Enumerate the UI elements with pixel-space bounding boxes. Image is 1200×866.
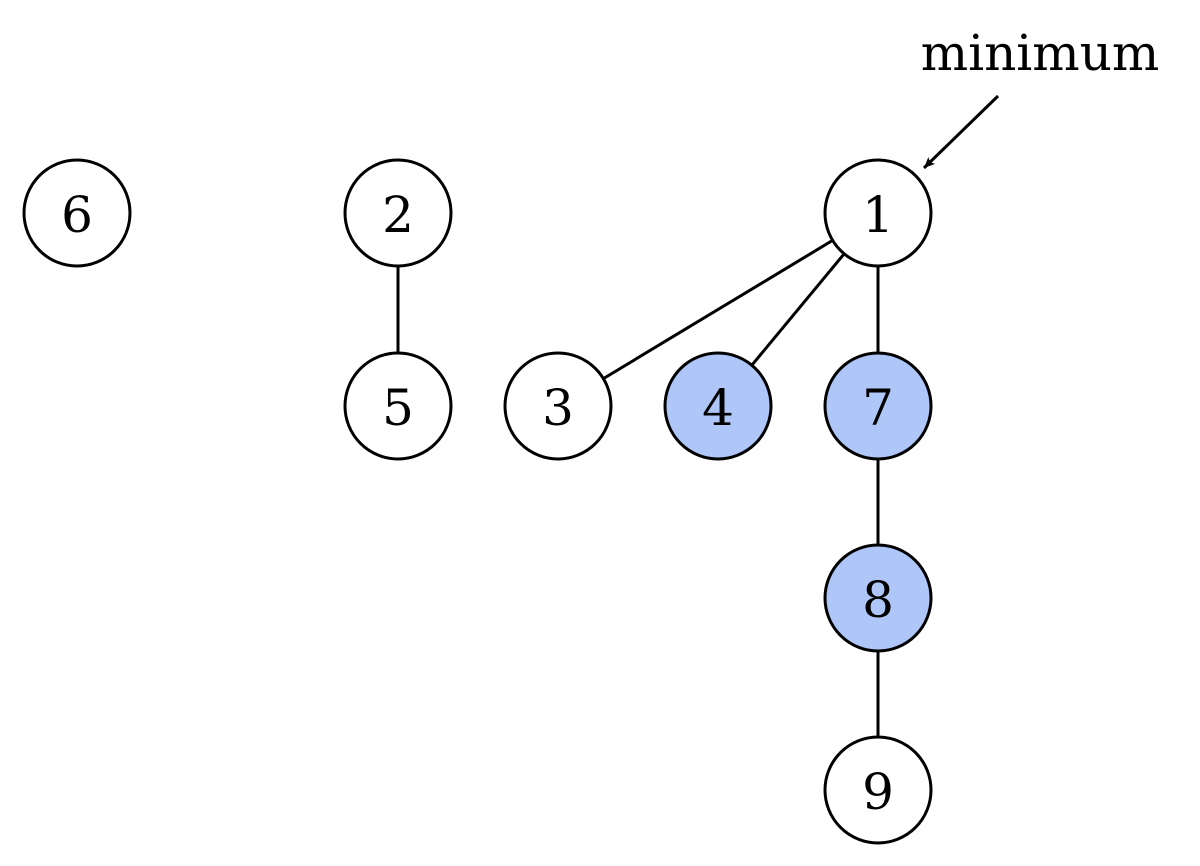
node-label: 8	[862, 571, 894, 629]
node-1: 1	[823, 158, 933, 268]
node-circle	[503, 351, 613, 461]
node-5: 5	[343, 351, 453, 461]
node-label: 1	[862, 186, 894, 244]
node-circle	[823, 351, 933, 461]
node-circle	[663, 351, 773, 461]
node-circle	[22, 158, 132, 268]
minimum-label: minimum	[921, 24, 1160, 82]
node-7: 7	[823, 351, 933, 461]
node-label: 4	[702, 379, 734, 437]
edge-1-4	[750, 252, 846, 367]
node-3: 3	[503, 351, 613, 461]
node-6: 6	[22, 158, 132, 268]
node-circle	[823, 158, 933, 268]
node-circle	[823, 735, 933, 845]
edges-layer	[396, 239, 880, 737]
node-4: 4	[663, 351, 773, 461]
node-8: 8	[823, 543, 933, 653]
node-label: 6	[61, 186, 93, 244]
node-label: 5	[382, 379, 414, 437]
minimum-annotation: minimum	[921, 24, 1160, 170]
node-label: 7	[862, 379, 894, 437]
minimum-pointer-arrow-icon	[922, 94, 1000, 170]
edge-1-3	[602, 239, 834, 380]
node-2: 2	[343, 158, 453, 268]
node-label: 3	[542, 379, 574, 437]
nodes-layer: 6 2 5 1 3 4 7 8 9	[22, 158, 933, 845]
node-circle	[343, 351, 453, 461]
node-circle	[343, 158, 453, 268]
node-circle	[823, 543, 933, 653]
node-label: 9	[862, 763, 894, 821]
node-9: 9	[823, 735, 933, 845]
node-label: 2	[382, 186, 414, 244]
